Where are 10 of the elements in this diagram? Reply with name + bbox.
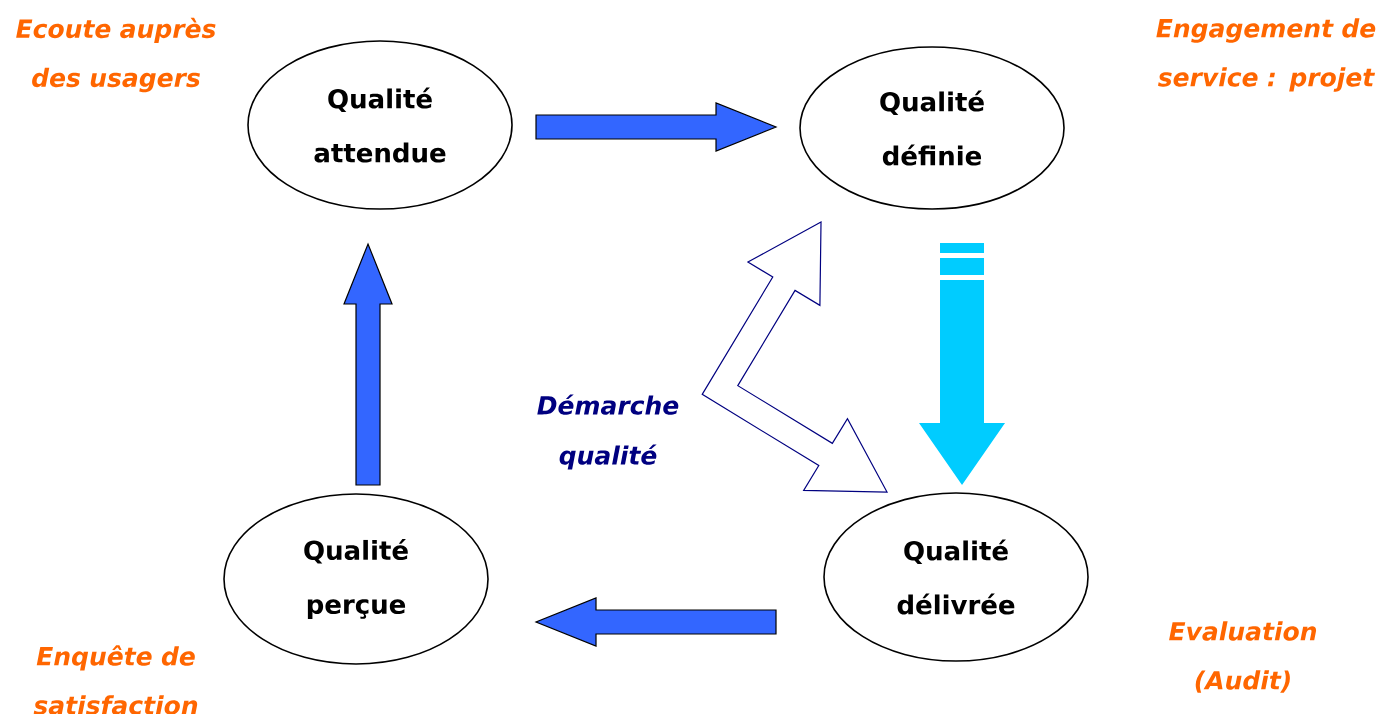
corner-note: Enquête de satisfaction xyxy=(33,645,198,714)
edge-label: Démarche qualité xyxy=(537,394,679,470)
block-arrow xyxy=(535,102,778,152)
corner-note: Ecoute auprès des usagers xyxy=(16,17,216,93)
corner-note: Engagement de service : projet xyxy=(1156,18,1376,92)
block-arrow xyxy=(343,242,393,486)
corner-note: Evaluation (Audit) xyxy=(1169,621,1317,693)
block-arrow xyxy=(701,221,889,493)
block-arrow xyxy=(919,243,1005,485)
block-arrow xyxy=(534,597,777,647)
